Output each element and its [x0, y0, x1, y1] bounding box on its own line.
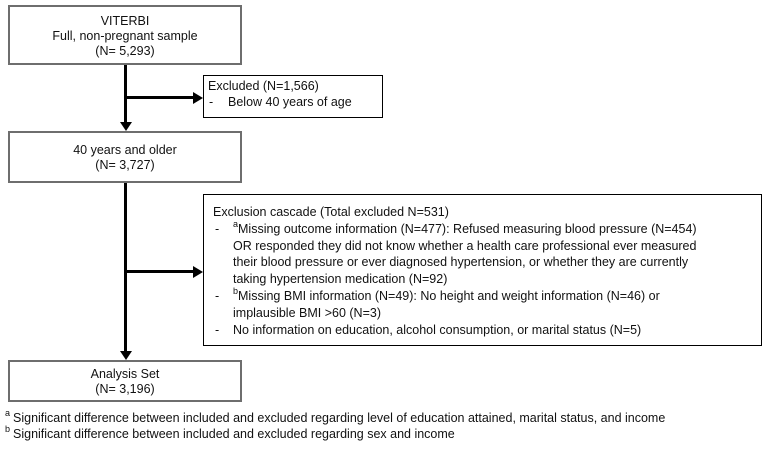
cascade-item-body: Missing outcome information (N=477): Ref…	[233, 221, 697, 287]
bullet-dash: -	[215, 221, 220, 236]
box-excluded: Excluded (N=1,566) - Below 40 years of a…	[203, 75, 383, 118]
arrow-line-vertical-1	[124, 65, 127, 123]
bullet-dash: -	[209, 94, 214, 109]
bullet-dash: -	[215, 288, 220, 303]
box-age-40-and-older: 40 years and older (N= 3,727)	[8, 131, 242, 183]
cascade-item: - bMissing BMI information (N=49): No he…	[213, 286, 755, 322]
arrowhead-right-icon	[193, 265, 203, 278]
age40-n: (N= 3,727)	[95, 158, 155, 172]
sample-n: (N= 5,293)	[95, 44, 155, 58]
arrow-line-branch-2	[125, 270, 194, 273]
box-analysis-set: Analysis Set (N= 3,196)	[8, 360, 242, 402]
age40-title: 40 years and older	[73, 143, 177, 157]
analysis-n: (N= 3,196)	[95, 382, 155, 396]
superscript-a: a	[233, 219, 239, 230]
box-full-sample: VITERBI Full, non-pregnant sample (N= 5,…	[8, 5, 242, 65]
superscript-b: b	[5, 423, 11, 434]
arrowhead-right-icon	[193, 91, 203, 104]
footnote-a-text: Significant difference between included …	[13, 411, 666, 425]
arrow-line-branch-1	[125, 96, 194, 99]
analysis-title: Analysis Set	[90, 367, 160, 381]
cascade-item: - aMissing outcome information (N=477): …	[213, 219, 755, 288]
excluded-item-text: Below 40 years of age	[228, 94, 352, 109]
cascade-item-text: No information on education, alcohol con…	[233, 322, 755, 339]
cascade-item-body: No information on education, alcohol con…	[233, 322, 642, 337]
cascade-item-text: bMissing BMI information (N=49): No heig…	[233, 286, 755, 322]
cascade-item-text: aMissing outcome information (N=477): Re…	[233, 219, 755, 288]
cascade-item: - No information on education, alcohol c…	[213, 322, 755, 339]
arrowhead-down-icon	[119, 122, 132, 131]
cascade-title: Exclusion cascade (Total excluded N=531)	[213, 205, 449, 219]
superscript-a: a	[5, 408, 11, 419]
arrowhead-down-icon	[119, 351, 132, 360]
bullet-dash: -	[215, 322, 220, 337]
sample-title: VITERBI	[100, 14, 150, 28]
superscript-b: b	[233, 286, 239, 297]
arrow-line-vertical-2	[124, 183, 127, 352]
box-exclusion-cascade: Exclusion cascade (Total excluded N=531)…	[203, 194, 762, 346]
footnote-b-text: Significant difference between included …	[13, 426, 455, 441]
cascade-item-body: Missing BMI information (N=49): No heigh…	[233, 288, 660, 320]
sample-description: Full, non-pregnant sample	[52, 29, 198, 43]
excluded-title: Excluded (N=1,566)	[208, 79, 319, 93]
excluded-item: - Below 40 years of age	[208, 95, 378, 111]
